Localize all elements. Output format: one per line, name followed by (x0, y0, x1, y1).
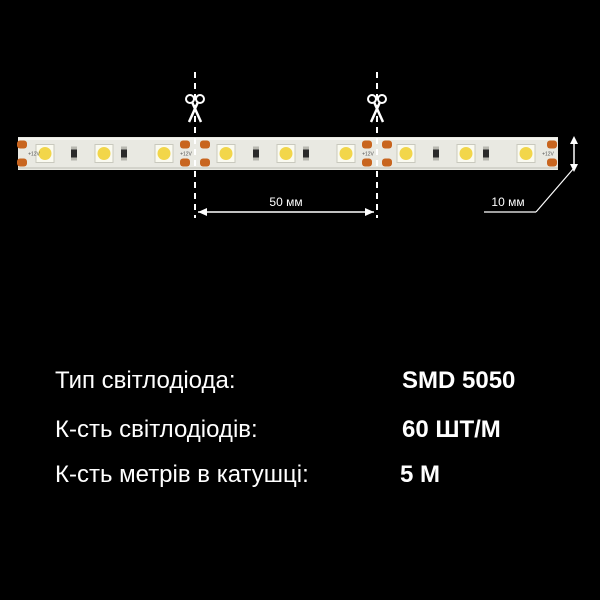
resistor-cap (121, 157, 127, 161)
led-strip-diagram: +12V +12V +12V +12V 50 мм 10 мм (17, 72, 578, 218)
copper-pad (180, 140, 190, 149)
copper-pad (362, 140, 372, 149)
spec-led-type: Тип світлодіода: SMD 5050 (55, 367, 575, 403)
pad-label: +12V (362, 152, 374, 158)
arrow-right (365, 208, 374, 216)
led-emitter (519, 147, 533, 160)
spec-label: Тип світлодіода: (55, 367, 236, 394)
dimension-width-leader (535, 167, 575, 213)
copper-pad (17, 140, 27, 149)
resistor-cap (433, 157, 439, 161)
dimension-pitch-label: 50 мм (269, 195, 302, 209)
resistor (303, 146, 309, 161)
led-emitter (38, 147, 52, 160)
dimension-width-label: 10 мм (491, 195, 524, 209)
spec-value: 60 ШТ/М (402, 416, 501, 443)
resistor (433, 146, 439, 161)
spec-value: 5 М (400, 461, 441, 488)
resistor-cap (253, 157, 259, 161)
resistor (483, 146, 489, 161)
led-emitter (459, 147, 473, 160)
resistor-cap (71, 157, 77, 161)
pad-label: +12V (180, 152, 192, 158)
resistor-cap (253, 146, 259, 150)
copper-pad (547, 140, 557, 149)
copper-pad (547, 158, 557, 167)
led-emitter (219, 147, 233, 160)
copper-pad (382, 140, 392, 149)
resistor (121, 146, 127, 161)
led-emitter (279, 147, 293, 160)
resistor-cap (483, 157, 489, 161)
led-emitter (399, 147, 413, 160)
pad-label: +12V (542, 152, 554, 158)
scissors-icon (367, 94, 387, 123)
resistor-cap (121, 146, 127, 150)
spec-label: К-сть метрів в катушці: (55, 461, 309, 488)
copper-pad (180, 158, 190, 167)
resistor-cap (483, 146, 489, 150)
copper-pad (17, 158, 27, 167)
spec-led-count: К-сть світлодіодів: 60 ШТ/М (55, 416, 575, 452)
spec-reel-length: К-сть метрів в катушці: 5 М (55, 461, 575, 497)
led-emitter (157, 147, 171, 160)
resistor-cap (433, 146, 439, 150)
copper-pad (362, 158, 372, 167)
led-emitter (97, 147, 111, 160)
resistor (71, 146, 77, 161)
arrow-up (570, 136, 578, 144)
resistor-cap (71, 146, 77, 150)
scissors-icon (185, 94, 205, 123)
arrow-left (198, 208, 207, 216)
copper-pad (382, 158, 392, 167)
spec-value: SMD 5050 (402, 367, 516, 394)
led-strip: +12V +12V +12V +12V (17, 137, 558, 170)
resistor-cap (303, 157, 309, 161)
resistor-cap (303, 146, 309, 150)
spec-label: К-сть світлодіодів: (55, 416, 258, 443)
copper-pad (200, 140, 210, 149)
led-emitter (339, 147, 353, 160)
resistor (253, 146, 259, 161)
copper-pad (200, 158, 210, 167)
pad-label: +12V (28, 152, 40, 158)
